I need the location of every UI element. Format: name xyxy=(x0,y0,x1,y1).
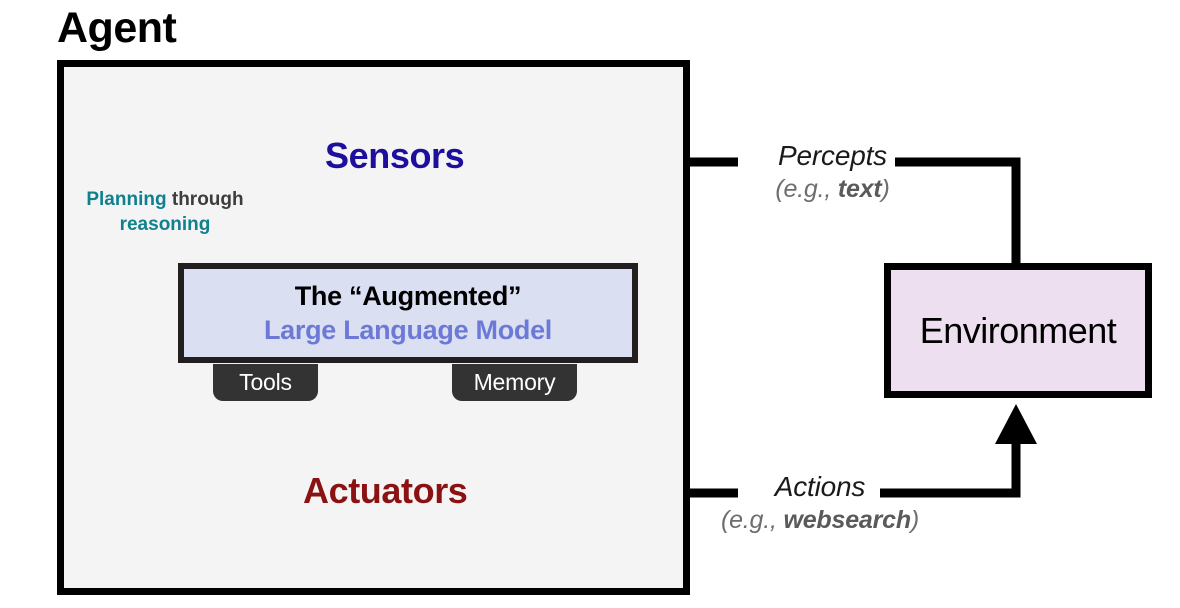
percepts-example: (e.g., text) xyxy=(745,173,920,206)
planning-word-planning: Planning xyxy=(86,189,167,210)
actuators-label: Actuators xyxy=(303,470,468,511)
tools-tab[interactable]: Tools xyxy=(213,364,318,401)
memory-tab[interactable]: Memory xyxy=(452,364,577,401)
percepts-example-value: text xyxy=(837,175,882,203)
planning-word-through: through xyxy=(171,189,244,210)
actions-label: Actions xyxy=(774,471,866,502)
percepts-example-suffix: ) xyxy=(881,175,890,203)
percepts-example-prefix: (e.g., xyxy=(775,175,838,203)
percepts-caption: Percepts (e.g., text) xyxy=(745,139,920,206)
environment-box[interactable]: Environment xyxy=(884,263,1152,398)
planning-word-reasoning: reasoning xyxy=(119,214,211,235)
agent-title: Agent xyxy=(57,4,177,52)
actions-caption: Actions (e.g., websearch) xyxy=(690,470,950,537)
sensors-label: Sensors xyxy=(325,135,465,176)
actions-example: (e.g., websearch) xyxy=(690,504,950,537)
environment-label: Environment xyxy=(919,309,1117,351)
llm-title-line1: The “Augmented” xyxy=(294,280,522,311)
augmented-llm-box[interactable]: The “Augmented” Large Language Model xyxy=(178,263,638,363)
planning-caption: Planning through reasoning xyxy=(60,187,270,237)
llm-title-line2: Large Language Model xyxy=(263,314,553,345)
actions-example-prefix: (e.g., xyxy=(720,506,784,534)
percepts-label: Percepts xyxy=(778,140,887,171)
actions-example-suffix: ) xyxy=(910,506,920,534)
actions-example-value: websearch xyxy=(783,506,911,534)
